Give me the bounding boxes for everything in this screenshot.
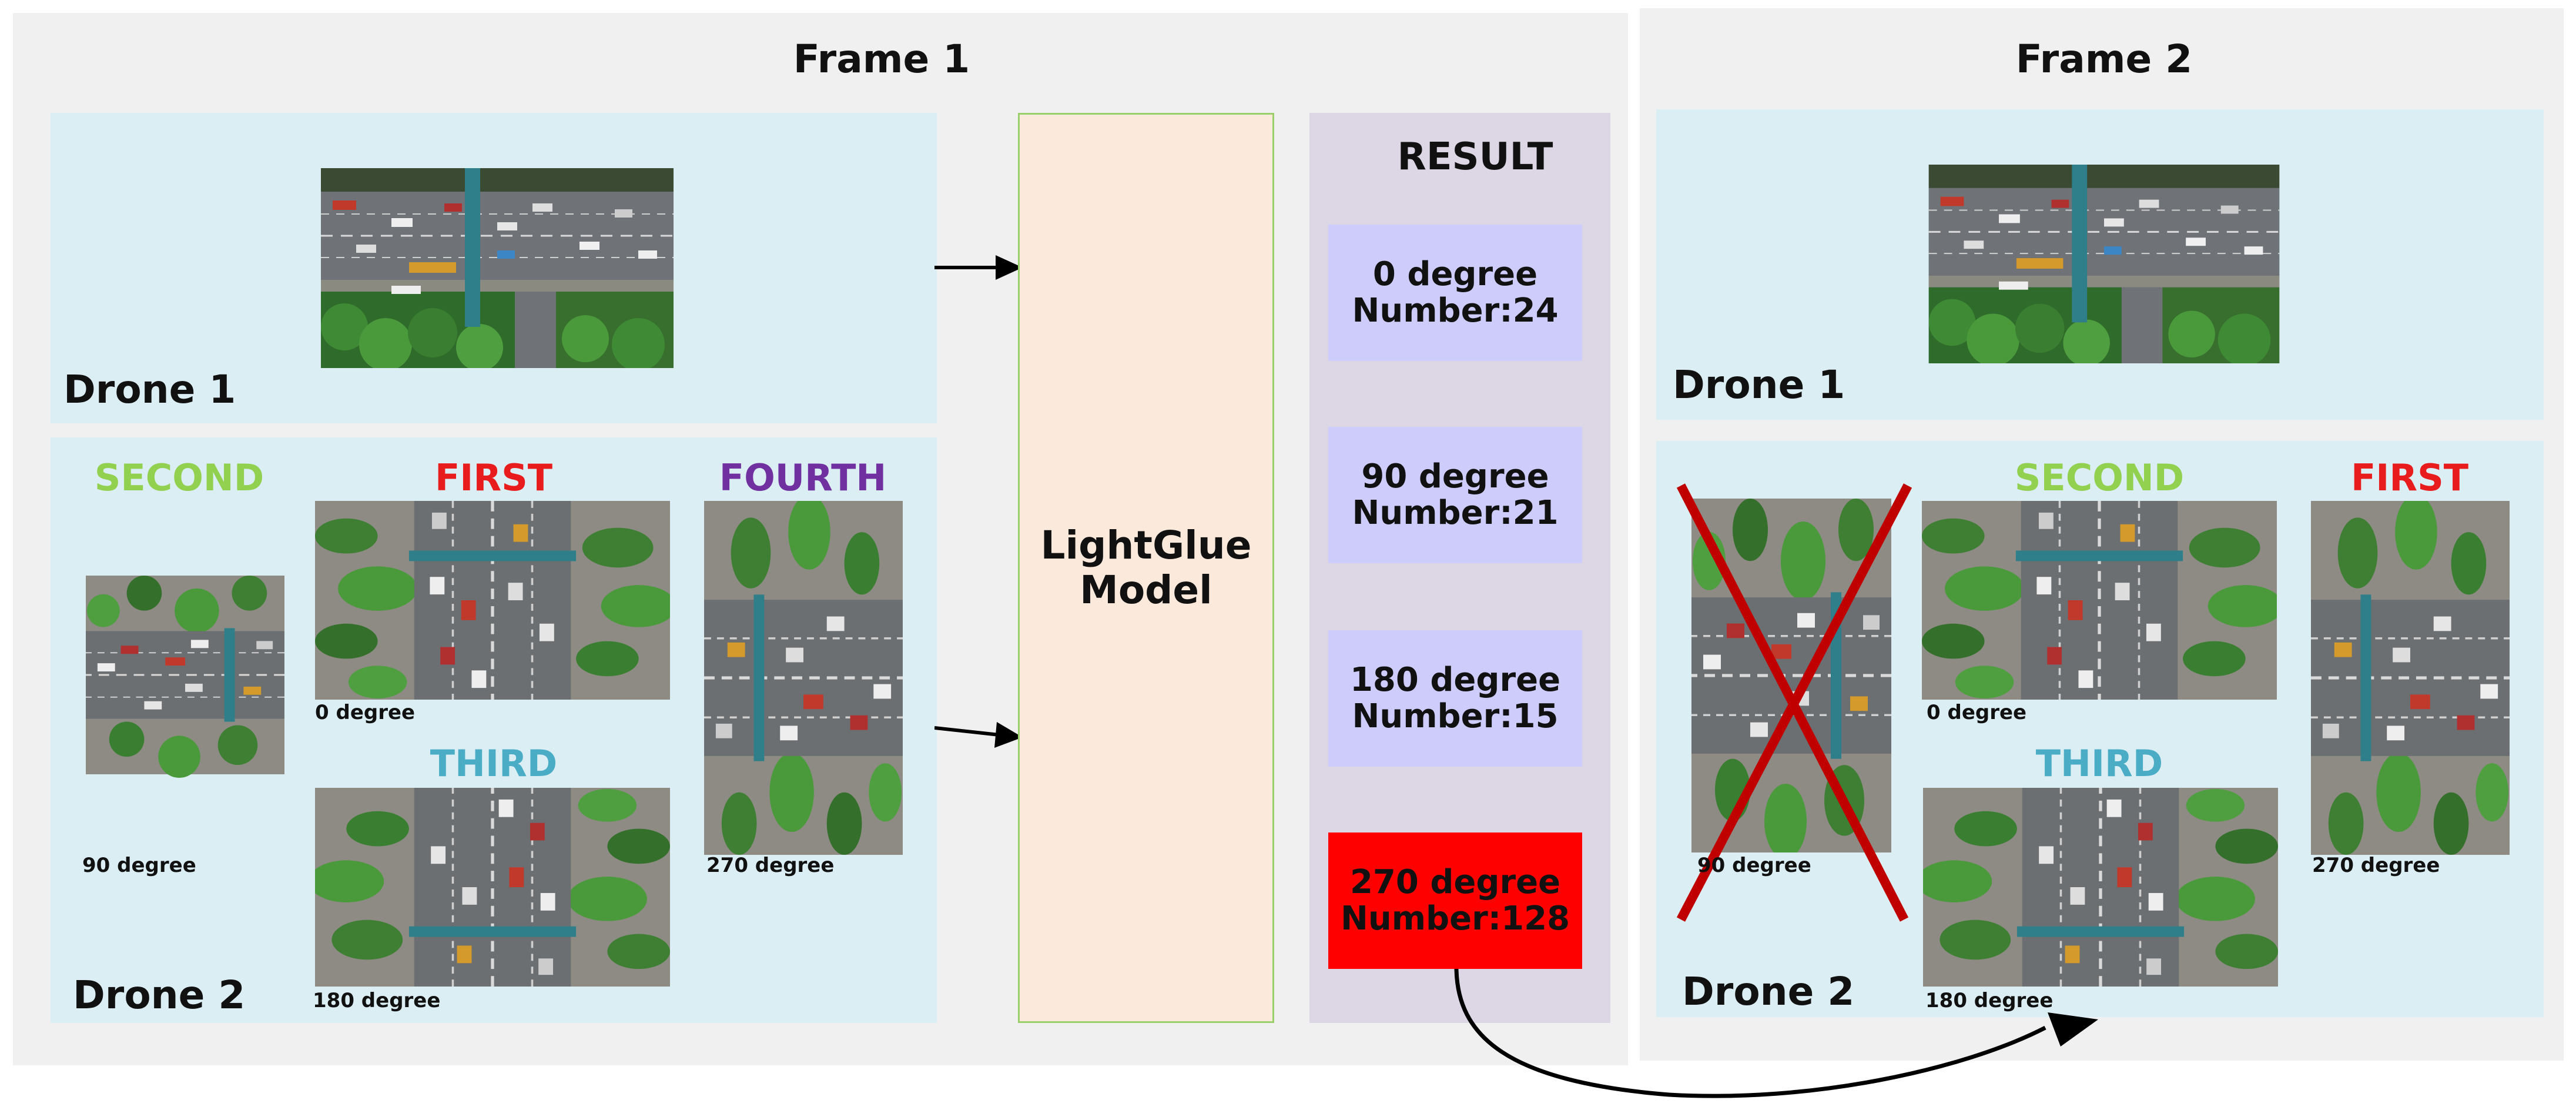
frame-2-drone-2-label: Drone 2 bbox=[1682, 969, 1855, 1014]
result-item-90-degree: 90 degree Number:21 bbox=[1328, 427, 1582, 563]
frame-2-degree-label-90: 90 degree bbox=[1697, 854, 1811, 877]
curved-arrow-icon bbox=[1454, 968, 2098, 1098]
drone-1-image bbox=[320, 168, 675, 368]
frame-2-image-270 bbox=[2311, 501, 2510, 855]
degree-label-270: 270 degree bbox=[706, 854, 835, 877]
degree-label-180: 180 degree bbox=[313, 989, 441, 1012]
drone-2-label: Drone 2 bbox=[73, 972, 246, 1018]
order-fourth-label: FOURTH bbox=[719, 456, 887, 499]
degree-label-90: 90 degree bbox=[82, 854, 196, 877]
drone-2-image-90 bbox=[86, 499, 284, 851]
drone-2-image-0 bbox=[315, 501, 670, 700]
frame-2-degree-label-270: 270 degree bbox=[2312, 854, 2440, 877]
frame-2-drone-1-label: Drone 1 bbox=[1673, 362, 1845, 407]
drone-1-label: Drone 1 bbox=[63, 367, 236, 412]
result-item-180-degree: 180 degree Number:15 bbox=[1328, 630, 1582, 767]
degree-label-0: 0 degree bbox=[315, 701, 416, 724]
result-item-270-degree: 270 degree Number:128 bbox=[1328, 833, 1582, 969]
lightglue-model-box: LightGlue Model bbox=[1018, 113, 1274, 1023]
frame-2-image-180 bbox=[1923, 788, 2278, 987]
frame-2-order-second-label: SECOND bbox=[2014, 456, 2185, 499]
order-second-label: SECOND bbox=[94, 456, 264, 499]
frame-2-title: Frame 2 bbox=[2015, 36, 2193, 82]
order-first-label: FIRST bbox=[434, 456, 553, 499]
frame-2-image-0 bbox=[1922, 501, 2277, 700]
drone-2-image-270 bbox=[704, 501, 903, 855]
arrow-right-icon bbox=[934, 722, 1023, 748]
result-title: RESULT bbox=[1397, 135, 1553, 179]
frame-2-drone-1-image bbox=[1927, 165, 2282, 363]
frame-2-degree-label-180: 180 degree bbox=[1925, 989, 2054, 1012]
result-item-0-degree: 0 degree Number:24 bbox=[1328, 225, 1582, 361]
drone-2-image-180 bbox=[315, 788, 670, 987]
frame-2-degree-label-0: 0 degree bbox=[1927, 701, 2027, 724]
frame-2-order-first-label: FIRST bbox=[2350, 456, 2469, 499]
frame-1-title: Frame 1 bbox=[793, 36, 970, 82]
cross-mark-icon bbox=[1676, 483, 1912, 922]
order-third-label: THIRD bbox=[430, 742, 558, 785]
frame-2-order-third-label: THIRD bbox=[2035, 742, 2163, 785]
arrow-right-icon bbox=[934, 255, 1023, 280]
